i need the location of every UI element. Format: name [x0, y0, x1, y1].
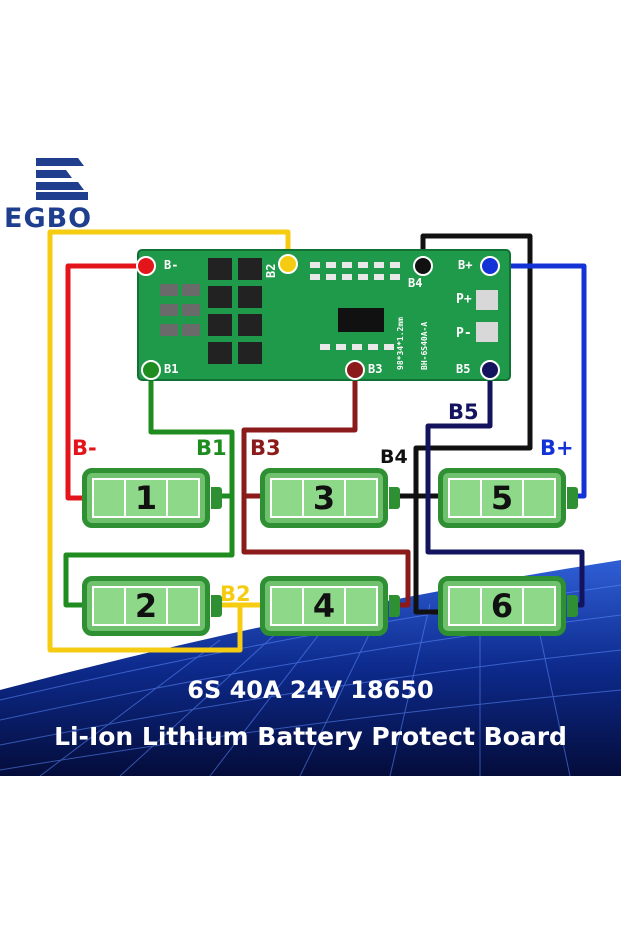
egbo-logo-icon: [36, 158, 88, 200]
wire-label-b1: B1: [196, 436, 227, 460]
cell-number: 3: [312, 479, 336, 517]
wire-label-b2: B2: [220, 582, 251, 606]
cell-number: 5: [490, 479, 514, 517]
cell-number: 4: [312, 587, 336, 625]
wire-label-b5: B5: [448, 400, 479, 424]
wire-label-b4: B4: [380, 446, 408, 468]
wire-b1: [148, 370, 235, 499]
pad-label-b5: B5: [456, 362, 471, 376]
board-model-text: BH-6S40A-A: [420, 321, 429, 370]
wire-b3: [241, 370, 411, 608]
board-size-text: 98*34*1.2mm: [396, 317, 405, 370]
wire-label-b-minus: B-: [72, 436, 97, 460]
wire-b1-link: [63, 496, 235, 608]
cell-number: 6: [490, 587, 514, 625]
caption-line-1: 6S 40A 24V 18650: [187, 676, 434, 704]
pad-label-b-minus: B-: [164, 258, 179, 272]
battery-cell-4: 4: [260, 576, 400, 636]
pad-label-b1: B1: [164, 362, 179, 376]
wire-label-b-plus: B+: [540, 436, 574, 460]
cell-number: 2: [134, 587, 158, 625]
wire-b5: [425, 370, 585, 608]
brand-name: EGBO: [4, 203, 93, 234]
battery-cell-1: 1: [82, 468, 222, 528]
pad-label-b4: B4: [408, 276, 423, 290]
battery-cell-3: 3: [260, 468, 400, 528]
pad-label-p-plus: P+: [456, 292, 472, 307]
caption-line-2: Li-Ion Lithium Battery Protect Board: [54, 722, 567, 751]
wire-b-minus: [65, 263, 146, 501]
battery-cell-6: 6: [438, 576, 578, 636]
pad-label-b-plus: B+: [458, 258, 473, 272]
wire-b-plus: [490, 263, 587, 499]
pad-label-p-minus: P-: [456, 326, 472, 341]
wire-b4: [413, 233, 533, 615]
pad-label-b2: B2: [264, 263, 278, 278]
cell-number: 1: [134, 479, 158, 517]
battery-cell-5: 5: [438, 468, 578, 528]
pad-label-b3: B3: [368, 362, 383, 376]
wire-label-b3: B3: [250, 436, 281, 460]
battery-cell-2: 2: [82, 576, 222, 636]
